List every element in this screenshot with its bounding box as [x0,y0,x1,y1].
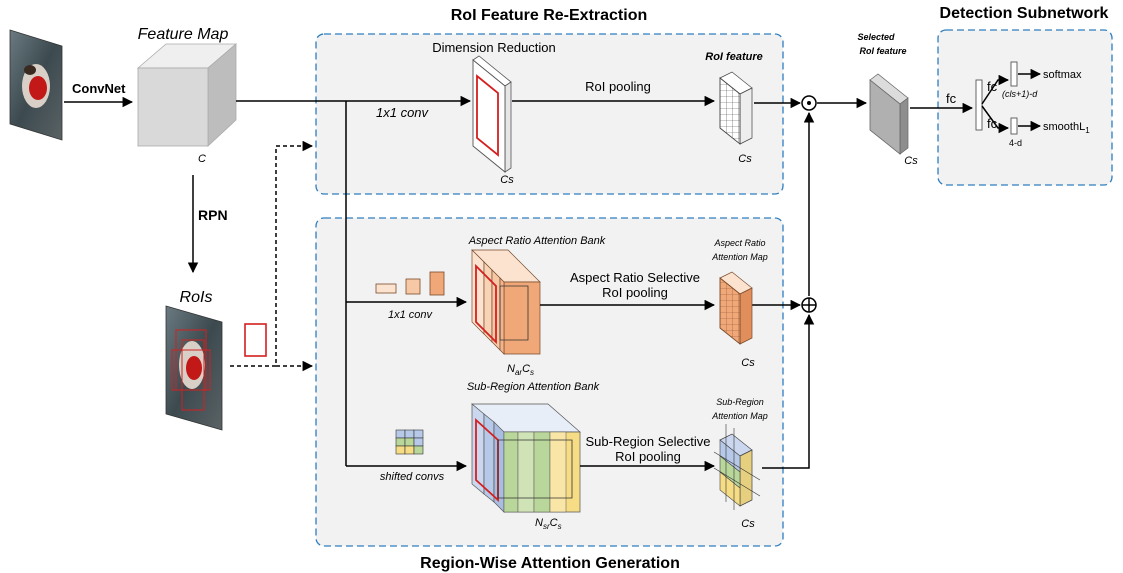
selected-label-2: RoI feature [859,46,906,56]
reg-dim-label: 4-d [1009,138,1022,148]
dim-reduction-cs: Cs [500,174,514,186]
region-attention-panel [315,217,784,547]
roi-reextraction-title: RoI Feature Re-Extraction [451,7,647,24]
subregion-bank-stack [471,403,581,513]
nsr-cs-label: NsrCs [535,517,562,531]
aspect-selective-1: Aspect Ratio Selective [570,270,700,285]
aspect-map-label-1: Aspect Ratio [713,238,765,248]
feature-map-c-label: C [198,153,206,165]
subregion-map-label-2: Attention Map [711,411,768,421]
aspect-selective-2: RoI pooling [602,285,668,300]
aspect-kernel-square [405,278,421,295]
roi-route-top [230,140,314,367]
fc-reg-label: fc [987,116,998,131]
selected-label-1: Selected [857,32,895,42]
region-attention-title: Region-Wise Attention Generation [420,555,680,572]
roi-pooling-label: RoI pooling [585,79,651,94]
feature-map-cube [136,43,238,147]
aspect-bank-label: Aspect Ratio Attention Bank [468,235,606,247]
nar-cs-label: NarCs [507,363,534,377]
fc-cls-layer [1010,61,1018,87]
aspect-map-label-2: Attention Map [711,252,768,262]
aspect-kernel-small [375,283,397,294]
dim-reduction-slab [472,55,512,173]
aspect-attention-map [719,271,753,345]
selected-roi-feature [869,73,909,155]
roi-reextraction-panel [315,33,784,195]
fc-main-label: fc [946,91,957,106]
fc-to-cls [981,74,1010,105]
roi-feature-grid [719,71,753,145]
subregion-bank-label: Sub-Region Attention Bank [467,381,600,393]
smoothl1-label: smoothL1 [1043,121,1090,135]
rois-label: RoIs [180,289,213,306]
softmax-label: softmax [1043,69,1082,81]
fc-to-reg [981,105,1010,134]
shifted-convs-label: shifted convs [380,471,445,483]
dimension-reduction-label: Dimension Reduction [432,40,556,55]
roi-box-icon [244,323,267,357]
input-image [9,29,63,141]
conv1x1-mid-label: 1x1 conv [388,309,434,321]
conv1x1-top-label: 1x1 conv [376,105,430,120]
aspect-bank-stack [471,249,541,355]
subregion-selective-1: Sub-Region Selective [585,434,710,449]
feature-map-label: Feature Map [138,26,229,43]
selected-cs: Cs [904,155,918,167]
roi-feature-label: RoI feature [705,51,762,63]
detection-subnetwork-title: Detection Subnetwork [940,5,1109,22]
shifted-conv-kernel [395,429,424,455]
roi-feature-cs: Cs [738,153,752,165]
subregion-map-label-1: Sub-Region [716,397,764,407]
fc-main-layer [975,79,983,131]
multiply-dot [807,101,811,105]
convnet-label: ConvNet [72,81,126,96]
subregion-selective-2: RoI pooling [615,449,681,464]
aspect-kernel-tall [429,271,445,296]
cls-dim-label: (cls+1)-d [1002,89,1038,99]
rpn-label: RPN [198,207,228,223]
aspect-map-cs: Cs [741,357,755,369]
rois-image [165,305,223,431]
fc-cls-label: fc [987,79,998,94]
fc-reg-layer [1010,117,1018,135]
subregion-map-cs: Cs [741,518,755,530]
subregion-attention-map [713,424,761,510]
subregion-map-to-add [762,313,815,469]
